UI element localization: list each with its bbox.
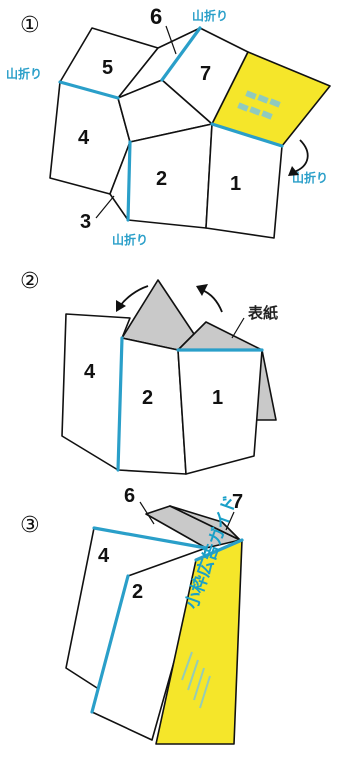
step-3-marker: ③ bbox=[20, 513, 40, 538]
step1-fold-arrow bbox=[293, 139, 309, 173]
step1-num-7: 7 bbox=[200, 63, 211, 85]
step3-inner-fold-7 bbox=[169, 505, 241, 541]
step-1-marker: ① bbox=[20, 13, 40, 38]
step3-fold-lines bbox=[90, 526, 244, 714]
step2-arrowhead-right bbox=[196, 284, 208, 296]
step2-num-2: 2 bbox=[142, 387, 153, 409]
step2-fold-lines bbox=[116, 336, 264, 472]
step1-num-4: 4 bbox=[78, 127, 90, 149]
panel-2 bbox=[127, 123, 213, 229]
step1-fold-arrowhead bbox=[288, 166, 299, 176]
step3-num-6: 6 bbox=[124, 485, 135, 507]
step2-num-1: 1 bbox=[212, 387, 223, 409]
step1-num-2: 2 bbox=[156, 168, 167, 190]
step-2-marker: ② bbox=[20, 269, 40, 294]
step1-fold-lines bbox=[58, 26, 284, 222]
step2-arrow-right bbox=[201, 289, 223, 313]
step1-fold-label-right: 山折り bbox=[292, 170, 328, 185]
step1-num-5: 5 bbox=[102, 57, 113, 79]
cover-flap-print bbox=[237, 90, 281, 120]
step2-folded-sheet bbox=[61, 279, 277, 475]
step2-arrowhead-left bbox=[116, 300, 126, 312]
step1-num-3: 3 bbox=[80, 211, 91, 233]
step3-num-4: 4 bbox=[98, 545, 110, 567]
step3-cover-body-lines bbox=[181, 651, 211, 709]
step3-num-2: 2 bbox=[132, 581, 143, 603]
step1-fold-label-top: 山折り bbox=[192, 8, 228, 23]
step1-fold-label-bottom: 山折り bbox=[112, 232, 148, 247]
step3-num-7: 7 bbox=[232, 491, 243, 513]
step1-num-1: 1 bbox=[230, 173, 241, 195]
step1-fold-label-left: 山折り bbox=[6, 66, 42, 81]
step3-leader-lines bbox=[139, 501, 235, 531]
step2-cover-leader bbox=[231, 317, 245, 339]
step2-cover-label: 表紙 bbox=[248, 304, 278, 322]
step1-num-6: 6 bbox=[150, 4, 162, 29]
step2-num-4: 4 bbox=[84, 361, 96, 383]
step2-panel-1 bbox=[177, 349, 263, 475]
step1-unfolded-sheet bbox=[49, 27, 331, 239]
step1-leader-lines bbox=[95, 25, 177, 219]
